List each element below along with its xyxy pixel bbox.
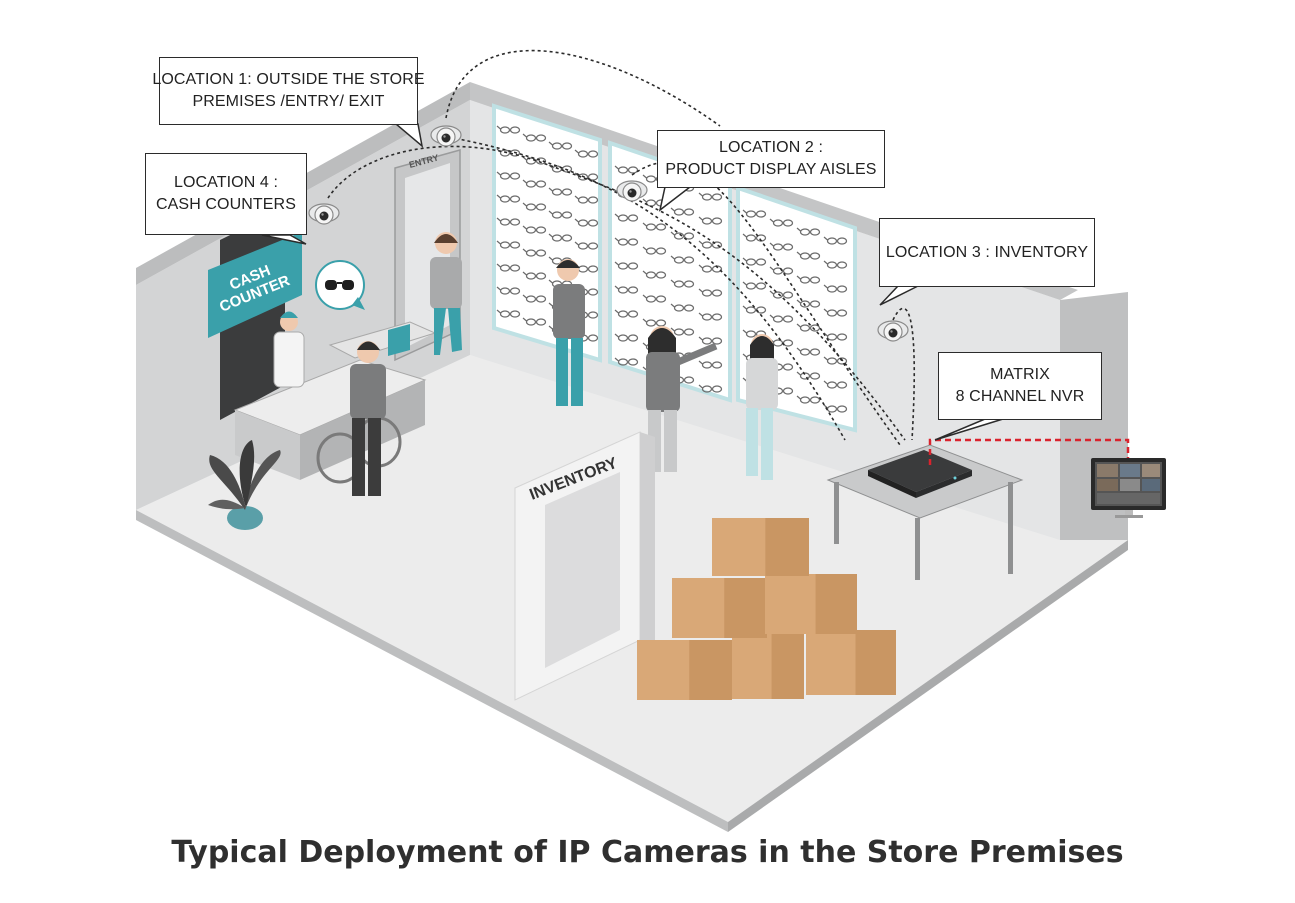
nvr-to-monitor-connection <box>928 438 1130 465</box>
inventory-partition <box>514 431 655 701</box>
cardboard-box-side <box>765 518 809 576</box>
callout-location-2-line1: LOCATION 2 : <box>718 139 824 156</box>
diagram-title: Typical Deployment of IP Cameras in the … <box>171 835 1124 870</box>
callout-location-1-line2: PREMISES /ENTRY/ EXIT <box>192 93 385 110</box>
callout-nvr: MATRIX 8 CHANNEL NVR <box>938 352 1102 420</box>
callout-nvr-line2: 8 CHANNEL NVR <box>955 388 1085 405</box>
callout-location-2-line2: PRODUCT DISPLAY AISLES <box>665 161 877 178</box>
monitor-icon <box>1091 458 1166 518</box>
left-wall <box>136 100 470 510</box>
potted-plant <box>208 440 281 530</box>
person-cashier <box>273 311 305 388</box>
callout-location-1: LOCATION 1: OUTSIDE THE STORE PREMISES /… <box>152 57 425 125</box>
inventory-boxes <box>637 518 896 700</box>
cardboard-box-side <box>815 574 857 634</box>
callout-location-3: LOCATION 3 : INVENTORY <box>879 218 1095 287</box>
callout-location-2: LOCATION 2 : PRODUCT DISPLAY AISLES <box>657 130 885 188</box>
people <box>273 232 778 496</box>
person-customer-counter <box>350 341 386 496</box>
cardboard-box-side <box>724 578 767 638</box>
person-browsing <box>553 259 585 406</box>
callout-location-1-line1: LOCATION 1: OUTSIDE THE STORE <box>152 71 425 88</box>
camera-coverage-links <box>327 49 916 446</box>
cash-counter-sign <box>208 232 302 338</box>
person-woman-pointing <box>646 326 718 472</box>
floor-edge-right <box>728 540 1128 832</box>
person-salesperson <box>746 334 778 480</box>
floor-edge-left <box>136 510 728 832</box>
cardboard-box-side <box>689 640 732 700</box>
nvr-recorder-icon <box>868 450 972 498</box>
eyeglasses-icon <box>315 260 365 310</box>
person-walking <box>430 232 462 355</box>
callout-location-4-line1: LOCATION 4 : <box>173 174 279 191</box>
cardboard-box-side <box>855 630 896 695</box>
callout-nvr-line1: MATRIX <box>990 366 1050 383</box>
callout-location-4-line2: CASH COUNTERS <box>156 196 296 213</box>
callout-location-3-line1: LOCATION 3 : INVENTORY <box>885 243 1089 261</box>
cardboard-box-side <box>771 633 804 699</box>
callout-location-4: LOCATION 4 : CASH COUNTERS <box>145 153 307 235</box>
